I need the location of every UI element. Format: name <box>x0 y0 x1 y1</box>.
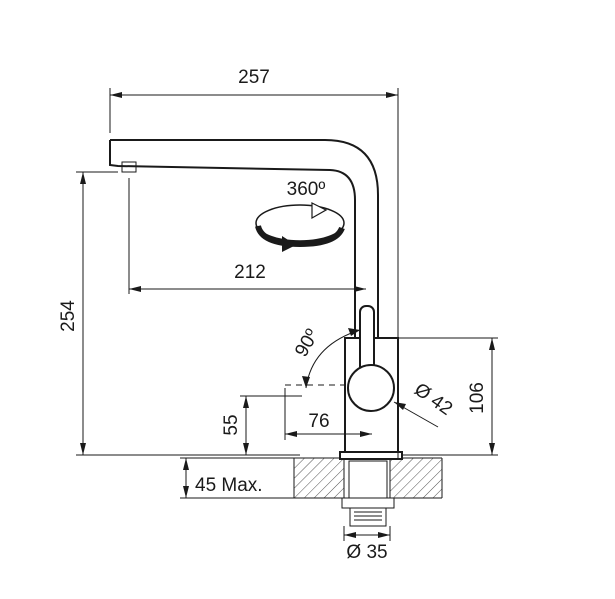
mounting-shank <box>341 460 395 527</box>
dim-total-height <box>76 171 300 456</box>
dim-body-diameter <box>393 401 439 428</box>
rotation-arrow-icon <box>255 202 345 252</box>
dim-rotation-label: 360º <box>287 179 326 200</box>
dim-hole-diameter <box>343 526 391 541</box>
dim-overall-reach-label: 257 <box>238 67 270 88</box>
dim-spout-reach <box>128 178 366 294</box>
dim-max-countertop-label: 45 Max. <box>195 475 263 496</box>
lever-angle-arc <box>302 328 361 389</box>
dim-overall-reach <box>109 88 399 458</box>
dim-spout-reach-label: 212 <box>234 262 266 283</box>
dim-body-height-label: 106 <box>467 382 488 414</box>
lever-handle <box>347 305 395 412</box>
dim-lever-height <box>243 396 249 455</box>
spout <box>109 139 379 338</box>
countertop <box>293 457 443 499</box>
dim-total-height-label: 254 <box>58 300 79 332</box>
dim-body-height <box>378 337 498 456</box>
dim-lever-angle-label: 90º <box>291 326 323 361</box>
dim-lever-height-label: 55 <box>221 414 242 435</box>
dim-max-countertop <box>180 457 294 499</box>
dim-lever-offset-label: 76 <box>308 411 329 432</box>
dim-hole-diameter-label: Ø 35 <box>346 542 387 563</box>
dim-lever-offset <box>284 388 372 440</box>
dim-body-diameter-label: Ø 42 <box>410 379 456 420</box>
